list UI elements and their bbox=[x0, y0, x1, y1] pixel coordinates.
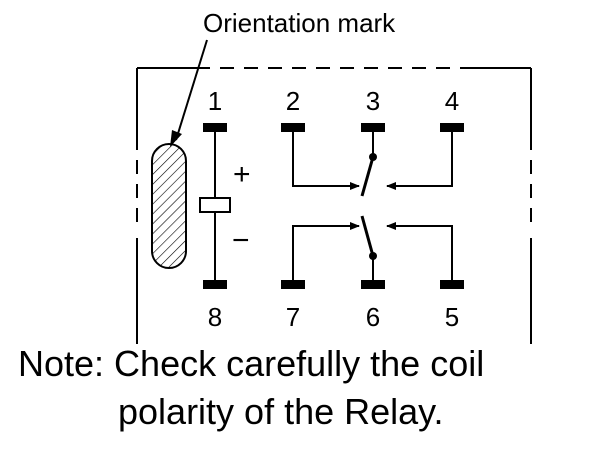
coil bbox=[199, 132, 231, 280]
pin-1-label: 1 bbox=[208, 86, 222, 116]
pin-4-lead bbox=[386, 132, 453, 190]
pin-4-label: 4 bbox=[445, 86, 459, 116]
pin-3-label: 3 bbox=[366, 86, 380, 116]
orientation-mark bbox=[151, 143, 187, 269]
pin-7-pad bbox=[281, 280, 305, 289]
orientation-mark-label: Orientation mark bbox=[203, 8, 396, 38]
pin-7-lead bbox=[292, 222, 360, 280]
pin-2-label: 2 bbox=[286, 86, 300, 116]
upper-common-dot bbox=[369, 153, 377, 161]
pin-3-pad bbox=[361, 123, 385, 132]
note-line-2: polarity of the Relay. bbox=[118, 391, 444, 432]
pin-6-pad bbox=[361, 280, 385, 289]
pin-7-label: 7 bbox=[286, 302, 300, 332]
pin-4-pad bbox=[440, 123, 464, 132]
lower-switch-blade bbox=[360, 215, 375, 257]
lower-common-dot bbox=[369, 252, 377, 260]
lower-contacts bbox=[292, 215, 453, 280]
coil-plus-sign: + bbox=[233, 158, 251, 191]
pin-pads bbox=[203, 123, 464, 289]
orientation-leader-line bbox=[175, 39, 208, 141]
pin-2-pad bbox=[281, 123, 305, 132]
upper-switch-blade bbox=[360, 156, 375, 197]
package-outline bbox=[136, 67, 532, 344]
note-line-1: Note: Check carefully the coil bbox=[18, 343, 485, 384]
orientation-leader-arrowhead bbox=[170, 130, 182, 147]
pin-8-pad bbox=[203, 280, 227, 289]
upper-contacts bbox=[292, 132, 453, 197]
pin-5-pad bbox=[440, 280, 464, 289]
pin-5-label: 5 bbox=[445, 302, 459, 332]
pin-6-label: 6 bbox=[366, 302, 380, 332]
coil-body bbox=[199, 197, 231, 213]
pin-1-pad bbox=[203, 123, 227, 132]
coil-minus-sign: − bbox=[232, 224, 250, 257]
pin-5-lead bbox=[386, 222, 453, 280]
pin-8-label: 8 bbox=[208, 302, 222, 332]
pin-2-lead bbox=[292, 132, 360, 190]
